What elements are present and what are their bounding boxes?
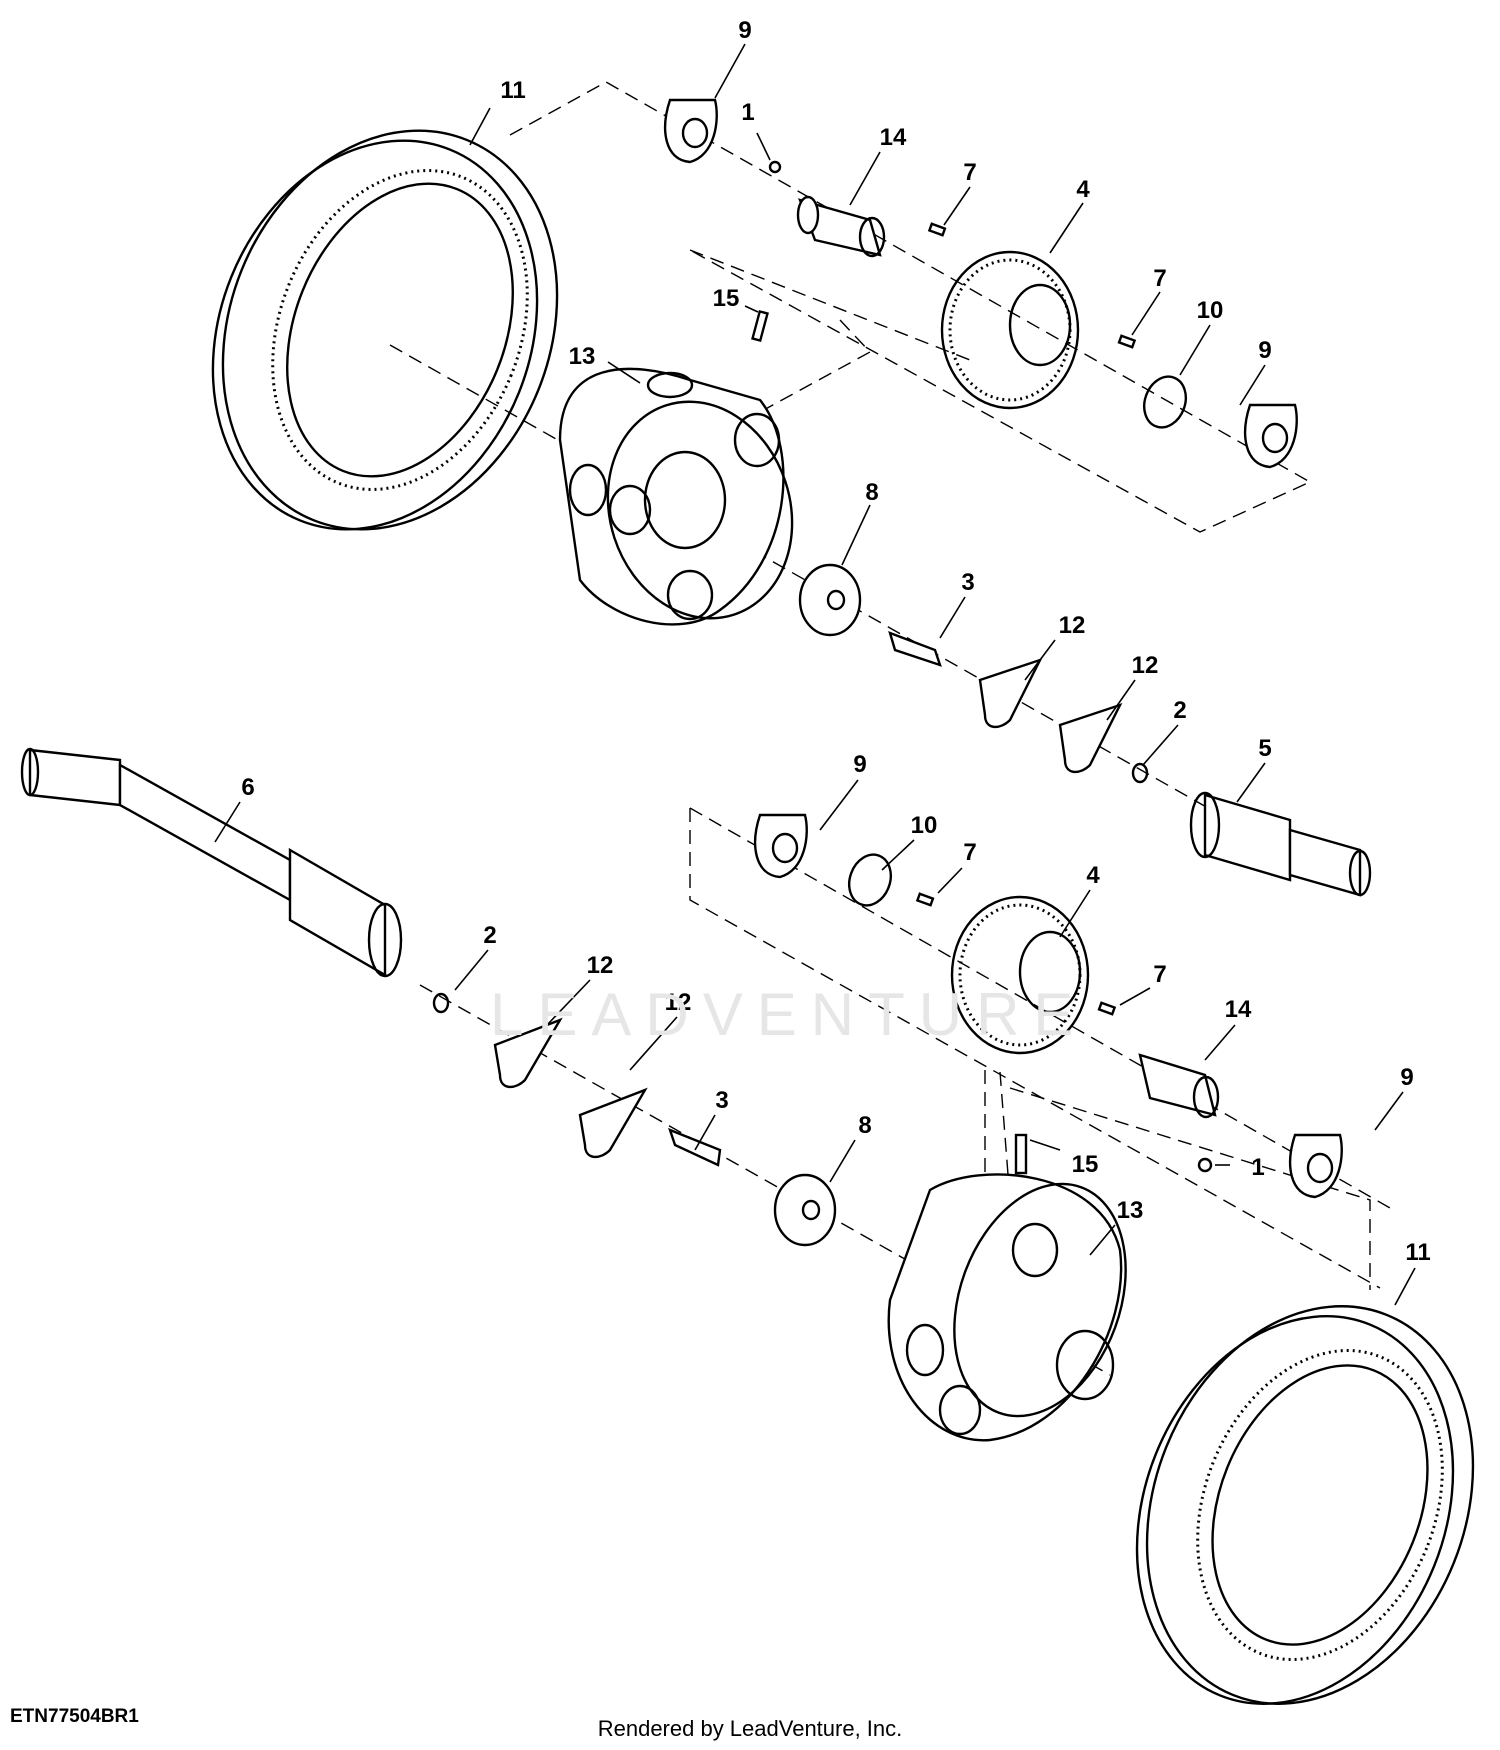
callout-2-bottom: 2 bbox=[483, 922, 496, 949]
sun-gear bbox=[1189, 791, 1372, 897]
callout-5: 5 bbox=[1258, 735, 1271, 762]
callout-labels: 11 9 1 14 7 4 15 13 7 10 9 8 3 12 12 2 5… bbox=[241, 17, 1430, 1266]
callout-10-top: 10 bbox=[1197, 297, 1224, 324]
callout-7-top-b: 7 bbox=[1153, 265, 1166, 292]
callout-4-mid: 4 bbox=[1086, 862, 1100, 889]
callout-7-mid-a: 7 bbox=[963, 839, 976, 866]
callout-6: 6 bbox=[241, 774, 254, 801]
callout-9-top-left: 9 bbox=[738, 17, 751, 44]
callout-15-bottom: 15 bbox=[1072, 1151, 1099, 1178]
callout-4-top: 4 bbox=[1076, 176, 1090, 203]
ring-gear-bottom bbox=[1135, 1305, 1475, 1705]
callout-15-top: 15 bbox=[713, 285, 740, 312]
callout-11-top: 11 bbox=[500, 77, 525, 104]
watermark: LEADVENTURE bbox=[490, 981, 1088, 1048]
callout-12-bottom-b: 12 bbox=[665, 989, 692, 1016]
planet-carrier-top bbox=[558, 367, 794, 626]
footer-credit: Rendered by LeadVenture, Inc. bbox=[597, 1716, 903, 1741]
callout-3-bottom: 3 bbox=[715, 1087, 728, 1114]
callout-10-mid: 10 bbox=[911, 812, 938, 839]
callout-8-top: 8 bbox=[865, 479, 878, 506]
callout-12-top-b: 12 bbox=[1132, 652, 1159, 679]
callout-1-bottom: 1 bbox=[1251, 1154, 1264, 1181]
callout-9-bottom: 9 bbox=[1400, 1064, 1413, 1091]
callout-11-bottom: 11 bbox=[1405, 1239, 1430, 1266]
callout-9-top-right: 9 bbox=[1258, 337, 1271, 364]
callout-13-top: 13 bbox=[569, 343, 596, 370]
ring-gear-top bbox=[211, 129, 559, 531]
callout-8-bottom: 8 bbox=[858, 1112, 871, 1139]
callout-2-top: 2 bbox=[1173, 697, 1186, 724]
callout-7-top-a: 7 bbox=[963, 159, 976, 186]
callout-12-top-a: 12 bbox=[1059, 612, 1086, 639]
planet-gear-top bbox=[940, 250, 1080, 410]
assembly-lines bbox=[389, 81, 1391, 1376]
callout-12-bottom-a: 12 bbox=[587, 952, 614, 979]
callout-13-bottom: 13 bbox=[1117, 1197, 1144, 1224]
figure-code: ETN77504BR1 bbox=[10, 1706, 139, 1727]
callout-9-mid: 9 bbox=[853, 751, 866, 778]
leader-lines bbox=[214, 43, 1416, 1306]
sleeve-top bbox=[796, 195, 886, 258]
planet-carrier-bottom bbox=[887, 1173, 1127, 1442]
input-shaft bbox=[20, 747, 403, 978]
callout-14-bottom: 14 bbox=[1225, 996, 1252, 1023]
callout-7-mid-b: 7 bbox=[1153, 961, 1166, 988]
callout-3-top: 3 bbox=[961, 569, 974, 596]
callout-1-top: 1 bbox=[741, 99, 754, 126]
callout-14-top: 14 bbox=[880, 124, 907, 151]
small-parts-bottom bbox=[432, 813, 1343, 1247]
small-parts-top bbox=[663, 98, 1298, 784]
